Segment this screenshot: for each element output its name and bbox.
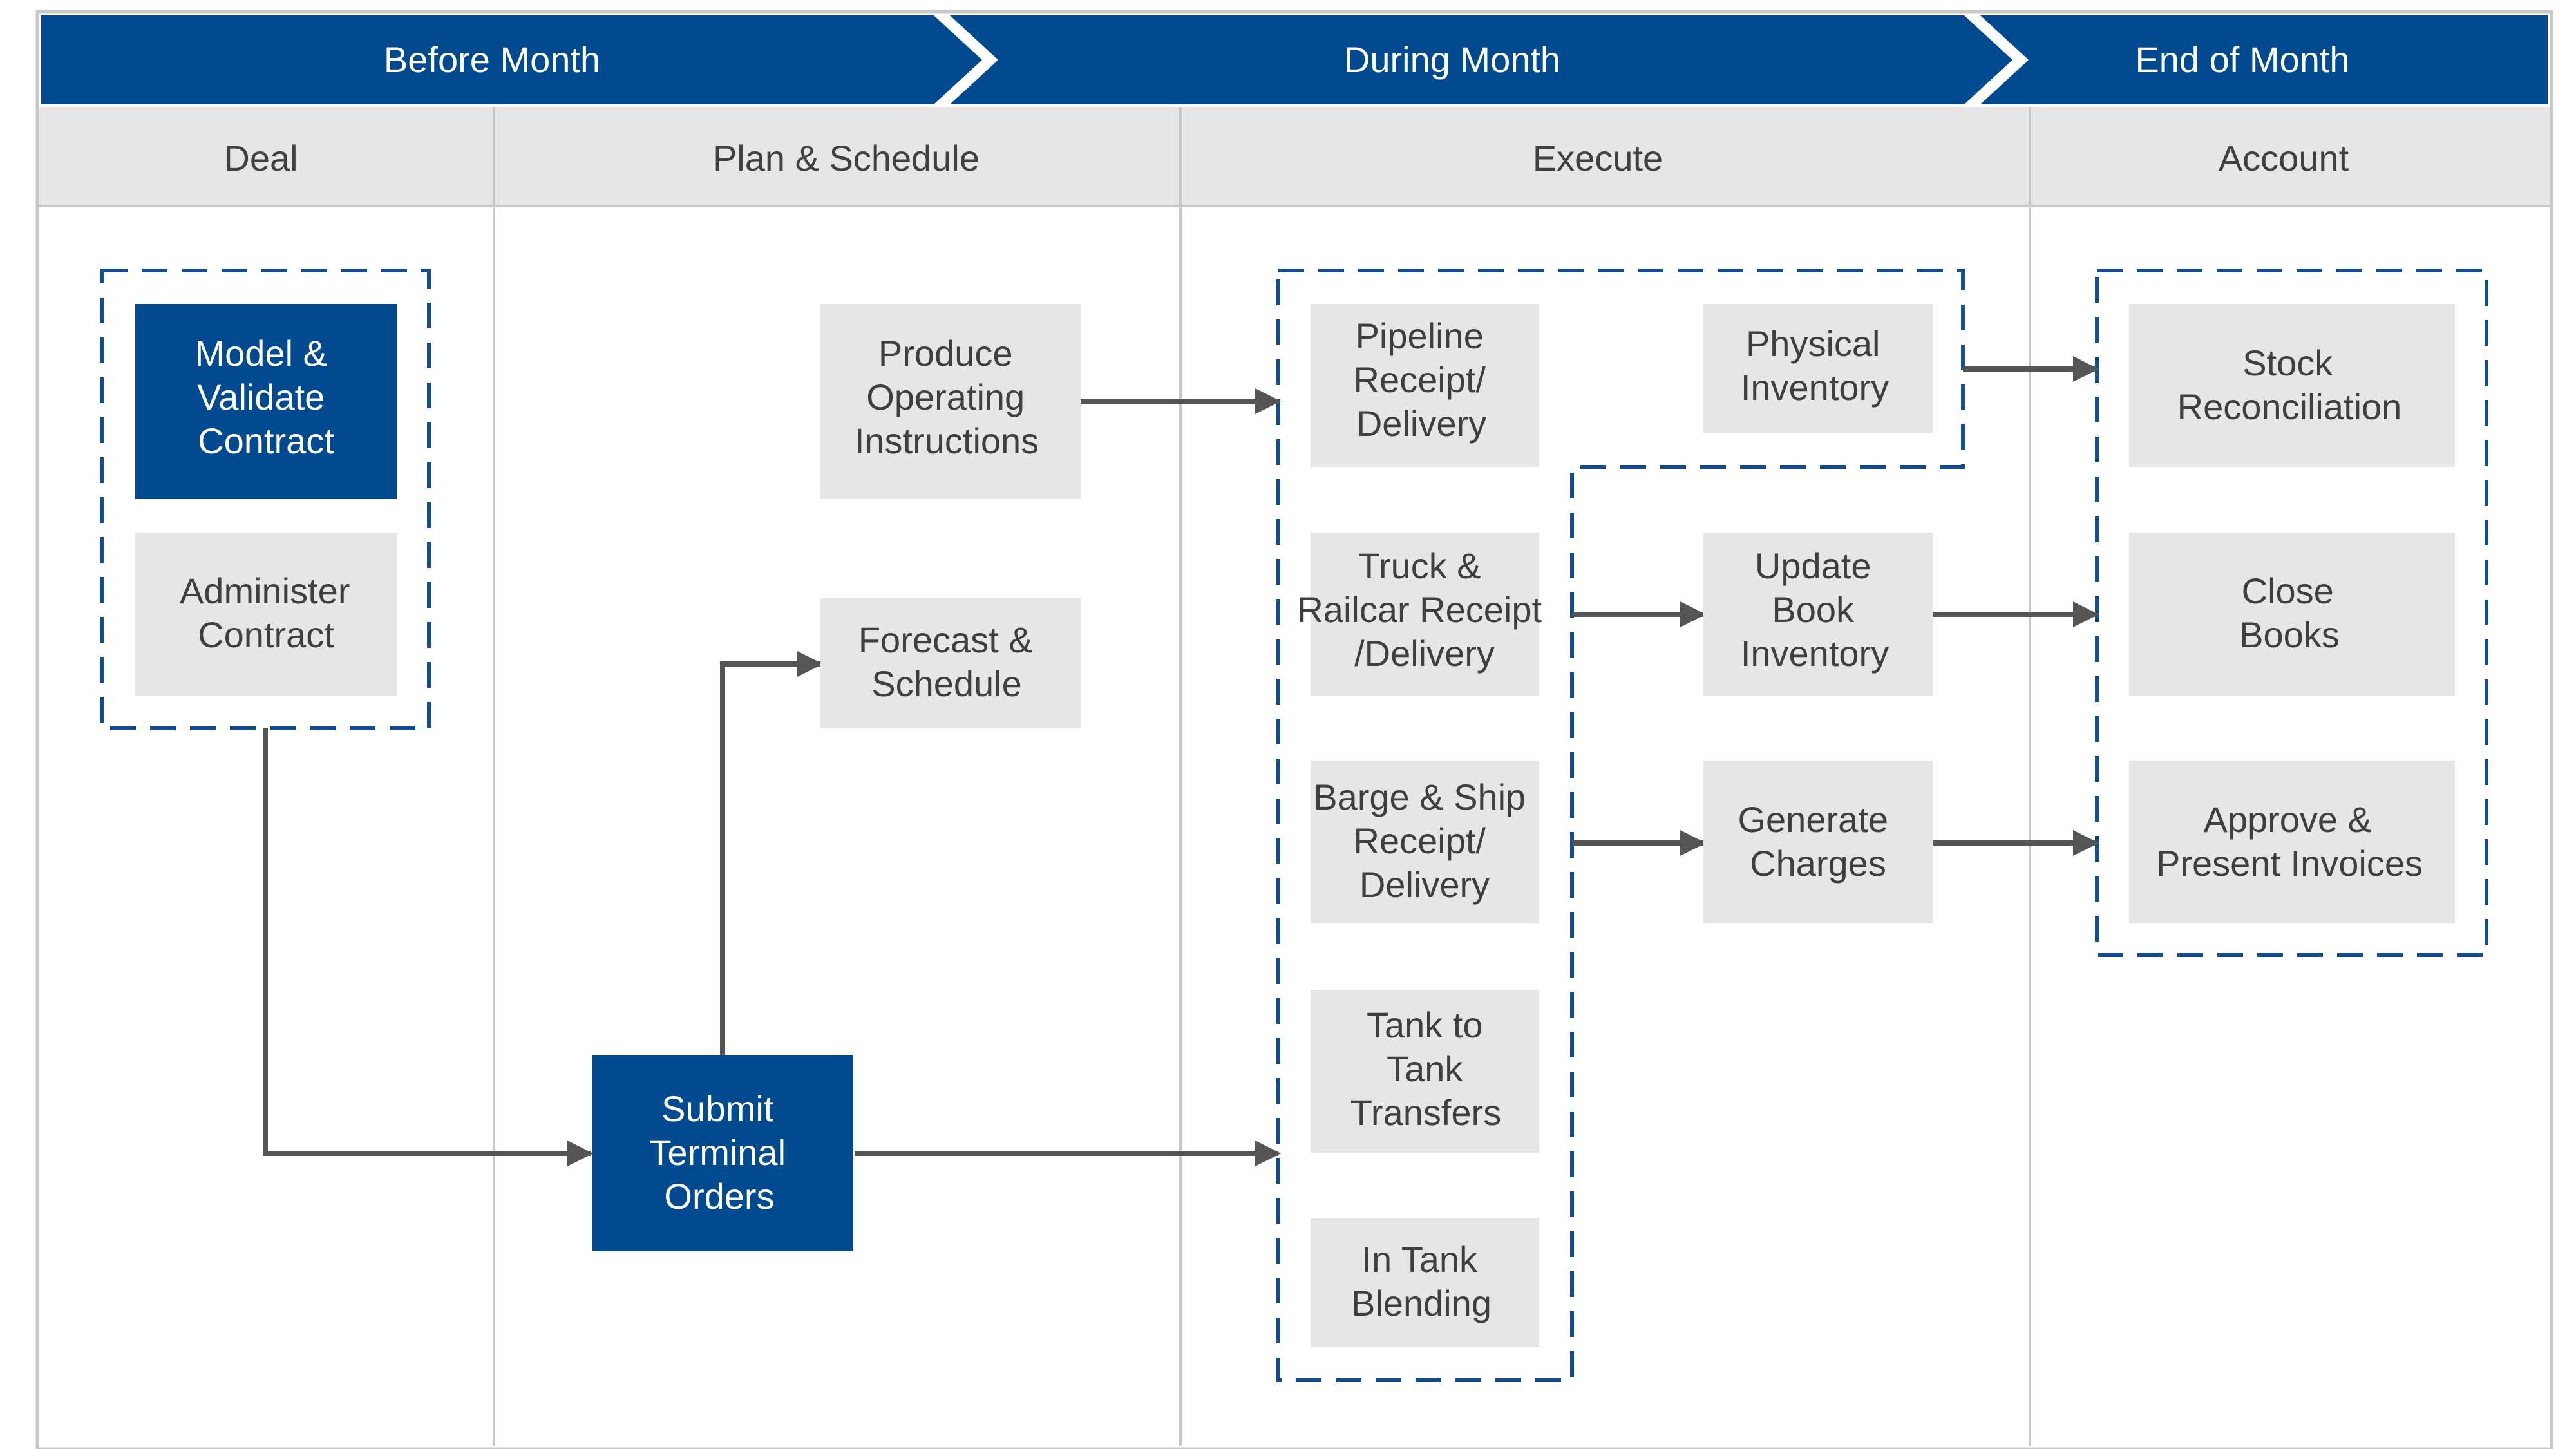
svg-text:Pipeline Receipt/: Pipeline Receipt/ Delivery bbox=[1354, 316, 1496, 444]
group-deal-contracts bbox=[100, 269, 431, 730]
lane-label-execute: Execute bbox=[1533, 138, 1663, 178]
box-barge-ship-receipt-delivery: Barge & Ship Receipt/ Delivery bbox=[1311, 761, 1539, 923]
svg-text:Update Book Invent: Update Book Inventory bbox=[1741, 545, 1889, 674]
lane-header: Deal Plan & Schedule Execute Account bbox=[39, 107, 2550, 207]
box-stock-reconciliation: Stock Reconciliation bbox=[2129, 304, 2455, 467]
svg-text:Tank to Tank Trans: Tank to Tank Transfers bbox=[1350, 1005, 1501, 1133]
connector-orders-to-forecast bbox=[720, 651, 823, 1055]
box-line: Approve & bbox=[2203, 799, 2372, 840]
lane-label-account: Account bbox=[2219, 138, 2349, 178]
box-line: Tank bbox=[1387, 1048, 1463, 1089]
box-in-tank-blending: In Tank Blending bbox=[1311, 1218, 1539, 1347]
box-line: Submit bbox=[661, 1088, 774, 1129]
phase-label-before-month: Before Month bbox=[384, 39, 600, 80]
box-line: Administer bbox=[180, 571, 350, 611]
box-close-books: Close Books bbox=[2129, 533, 2455, 696]
box-line: Operating bbox=[866, 377, 1025, 417]
phase-bar-end-of-month bbox=[1980, 15, 2548, 104]
box-forecast-schedule: Forecast & Schedule bbox=[820, 598, 1081, 728]
box-line: Contract bbox=[198, 614, 334, 655]
box-line: Pipeline bbox=[1356, 316, 1484, 356]
box-administer-contract: Administer Contract bbox=[135, 533, 397, 696]
box-line: Update bbox=[1755, 545, 1871, 586]
box-line: Reconciliation bbox=[2177, 386, 2402, 427]
box-line: Terminal bbox=[649, 1132, 786, 1173]
box-line: /Delivery bbox=[1354, 633, 1495, 674]
box-line: In Tank bbox=[1361, 1239, 1478, 1280]
box-line: Receipt/ bbox=[1354, 820, 1486, 861]
box-line: Charges bbox=[1750, 843, 1886, 884]
box-update-book-inventory: Update Book Inventory bbox=[1703, 533, 1933, 696]
svg-text:Submit Terminal Or: Submit Terminal Orders bbox=[649, 1088, 795, 1217]
box-line: Transfers bbox=[1350, 1092, 1501, 1133]
box-line: Inventory bbox=[1741, 633, 1889, 674]
box-line: Inventory bbox=[1741, 367, 1889, 408]
svg-text:Truck & Railcar Receipt: Truck & Railcar Receipt /Delivery bbox=[1297, 545, 1551, 674]
box-line: Instructions bbox=[855, 421, 1039, 461]
box-line: Validate bbox=[197, 377, 325, 417]
box-produce-operating-instructions: Produce Operating Instructions bbox=[820, 304, 1081, 499]
box-line: Produce bbox=[878, 333, 1013, 374]
svg-text:Administer Contract: Administer Contract bbox=[180, 571, 360, 655]
box-line: Railcar Receipt bbox=[1297, 589, 1542, 630]
box-physical-inventory: Physical Inventory bbox=[1703, 304, 1933, 433]
box-approve-present-invoices: Approve & Present Invoices bbox=[2129, 761, 2455, 923]
box-line: Tank to bbox=[1367, 1005, 1483, 1045]
box-generate-charges: Generate Charges bbox=[1703, 761, 1933, 923]
box-line: Receipt/ bbox=[1354, 359, 1486, 400]
svg-text:Produce Operating: Produce Operating Instructions bbox=[855, 333, 1039, 461]
box-line: Present Invoices bbox=[2156, 843, 2423, 884]
svg-text:Generate Charges: Generate Charges bbox=[1738, 799, 1898, 884]
lane-label-plan-schedule: Plan & Schedule bbox=[713, 138, 980, 178]
connector-contract-to-orders bbox=[263, 728, 593, 1166]
phase-bar-during-month bbox=[950, 15, 2012, 104]
box-model-validate-contract: Model & Validate Contract bbox=[135, 304, 397, 499]
box-line: Schedule bbox=[871, 663, 1022, 704]
group-execute-logistics bbox=[1276, 269, 1965, 1382]
box-line: Close bbox=[2242, 571, 2334, 611]
box-line: Books bbox=[2239, 614, 2340, 655]
phase-label-end-of-month: End of Month bbox=[2135, 39, 2349, 80]
box-line: Contract bbox=[198, 421, 334, 461]
svg-text:Barge & Ship Receipt/: Barge & Ship Receipt/ Delivery bbox=[1313, 777, 1536, 905]
lane-label-deal: Deal bbox=[223, 138, 298, 178]
svg-text:Stock Reconciliation: Stock Reconciliation bbox=[2177, 343, 2402, 427]
box-line: Stock bbox=[2242, 343, 2333, 383]
box-pipeline-receipt-delivery: Pipeline Receipt/ Delivery bbox=[1311, 304, 1539, 467]
phase-bar-before-month bbox=[41, 15, 982, 104]
box-line: Book bbox=[1772, 589, 1855, 630]
box-line: Generate bbox=[1738, 799, 1888, 840]
diagram-frame bbox=[35, 10, 2553, 1449]
svg-text:Model & Validate C: Model & Validate Contract bbox=[195, 333, 337, 461]
box-line: Truck & bbox=[1358, 545, 1481, 586]
box-tank-to-tank-transfers: Tank to Tank Transfers bbox=[1311, 990, 1539, 1153]
box-line: Blending bbox=[1351, 1283, 1492, 1323]
box-line: Barge & Ship bbox=[1313, 777, 1526, 817]
box-truck-railcar-receipt-delivery: Truck & Railcar Receipt /Delivery bbox=[1297, 533, 1551, 696]
phase-banner: Before Month During Month End of Month bbox=[41, 15, 2548, 104]
svg-text:Forecast & Schedule: Forecast & Schedule bbox=[858, 620, 1043, 704]
svg-text:In Tank Blending: In Tank Blending bbox=[1351, 1239, 1492, 1323]
phase-label-during-month: During Month bbox=[1344, 39, 1560, 80]
svg-text:Approve & Present Invoic: Approve & Present Invoices bbox=[2156, 799, 2423, 884]
box-line: Model & bbox=[195, 333, 327, 374]
lane-header-background bbox=[39, 107, 2550, 206]
box-submit-terminal-orders: Submit Terminal Orders bbox=[592, 1055, 853, 1251]
svg-text:Physical Inventory: Physical Inventory bbox=[1741, 323, 1890, 408]
box-line: Delivery bbox=[1356, 403, 1486, 444]
box-line: Physical bbox=[1746, 323, 1880, 364]
box-line: Forecast & bbox=[858, 620, 1033, 660]
box-line: Delivery bbox=[1359, 864, 1490, 905]
box-line: Orders bbox=[664, 1176, 774, 1217]
svg-text:Close Books: Close Books bbox=[2239, 571, 2344, 655]
